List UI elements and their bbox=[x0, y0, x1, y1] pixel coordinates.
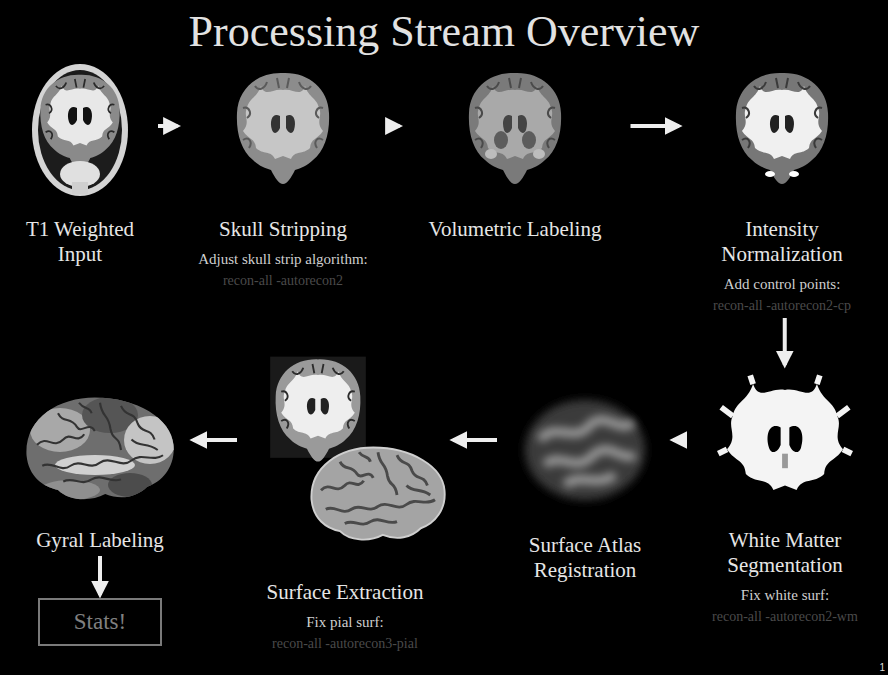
surface-slice-image bbox=[270, 357, 366, 462]
stage-label: Surface Extraction bbox=[240, 580, 450, 605]
flow-arrow bbox=[673, 438, 685, 442]
command-text: recon-all -autorecon2 bbox=[181, 272, 386, 290]
skull-stripped-image bbox=[237, 73, 329, 184]
flow-arrow bbox=[98, 556, 102, 595]
note-text: Adjust skull strip algorithm: bbox=[181, 250, 386, 268]
stats-box: Stats! bbox=[38, 598, 162, 646]
stage-label: Surface Atlas Registration bbox=[500, 533, 670, 583]
stage-node: Volumetric Labeling bbox=[403, 62, 628, 242]
stage-node: Surface Atlas Registration bbox=[500, 368, 670, 583]
atlas-image bbox=[525, 400, 645, 500]
stage-label: Intensity Normalization bbox=[682, 217, 882, 267]
page-number: 1 bbox=[879, 662, 885, 673]
command-text: recon-all -autorecon2-wm bbox=[688, 608, 883, 626]
stage-label: Skull Stripping bbox=[181, 217, 386, 242]
flow-arrow bbox=[631, 124, 680, 128]
flow-arrow bbox=[193, 438, 237, 442]
stage-label: Gyral Labeling bbox=[10, 528, 190, 553]
stage-node: Surface ExtractionFix pial surf: recon-al… bbox=[240, 355, 450, 653]
stats-text: Stats! bbox=[40, 600, 160, 644]
stage-label: Volumetric Labeling bbox=[403, 217, 628, 242]
stage-label: White Matter Segmentation bbox=[688, 528, 883, 578]
gyral-label-image bbox=[20, 390, 180, 510]
t1-image bbox=[32, 64, 128, 196]
note-text: Fix white surf: bbox=[688, 586, 883, 604]
command-text: recon-all -autorecon3-pial bbox=[240, 635, 450, 653]
stage-label: T1 Weighted Input bbox=[5, 217, 155, 267]
diagram-title: Processing Stream Overview bbox=[0, 6, 888, 57]
stage-node: White Matter SegmentationFix white surf:… bbox=[688, 368, 883, 626]
volumetric-label-image bbox=[469, 73, 561, 184]
stage-node: Skull StrippingAdjust skull strip algori… bbox=[181, 62, 386, 290]
flow-arrow bbox=[158, 124, 178, 128]
pial-surface-image bbox=[311, 448, 444, 540]
flow-arrow bbox=[453, 438, 497, 442]
command-text: recon-all -autorecon2-cp bbox=[682, 297, 882, 315]
normalized-image bbox=[736, 73, 828, 184]
stage-node: Gyral Labeling bbox=[10, 368, 190, 553]
stage-node: T1 Weighted Input bbox=[5, 62, 155, 267]
flow-arrow bbox=[389, 124, 400, 128]
stage-node: Intensity NormalizationAdd control point… bbox=[682, 62, 882, 315]
flow-arrow bbox=[783, 318, 787, 365]
white-matter-image bbox=[718, 375, 851, 490]
note-text: Fix pial surf: bbox=[240, 613, 450, 631]
note-text: Add control points: bbox=[682, 275, 882, 293]
